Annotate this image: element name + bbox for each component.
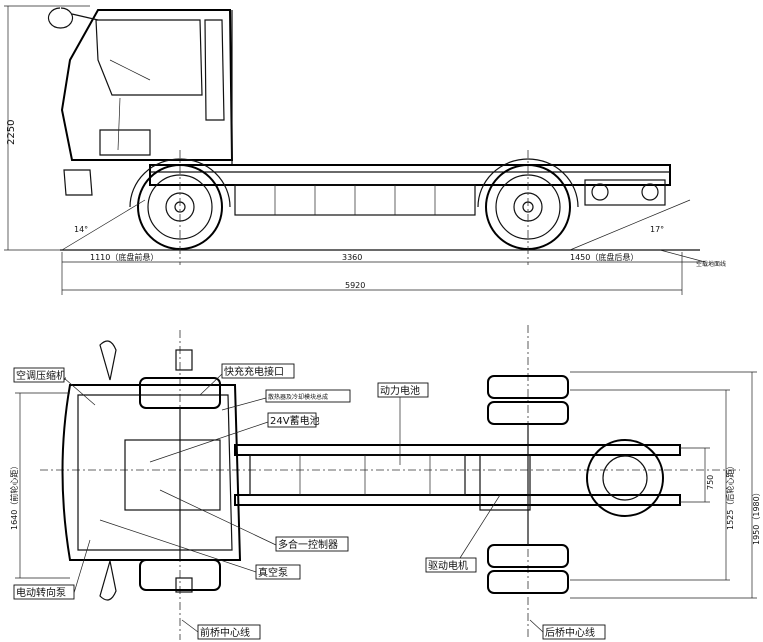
label-battery-24v: 24V蓄电池 (270, 414, 320, 427)
label-vacuum-pump: 真空泵 (258, 566, 288, 579)
label-power-battery: 动力电池 (380, 384, 420, 397)
total-length-dim: 5920 (345, 281, 365, 290)
wheelbase-dim: 3360 (342, 253, 362, 262)
label-fast-charge: 快充充电接口 (224, 365, 284, 378)
label-rear-axle-center: 后桥中心线 (545, 626, 595, 639)
label-drive-motor: 驱动电机 (428, 559, 468, 572)
label-front-axle-center: 前桥中心线 (200, 626, 250, 639)
front-track-dim: 1640（前轮心距） (9, 462, 19, 530)
label-controller: 多合一控制器 (278, 538, 338, 551)
departure-angle: 17° (650, 225, 664, 234)
approach-angle: 14° (74, 225, 88, 234)
ground-note: 空载地面线 (696, 260, 726, 268)
front-overhang-dim: 1110（底盘前悬） (90, 252, 158, 262)
top-view: 1640（前轮心距） 750 1525（后轮心距） 1950（1980） 空调压… (9, 325, 761, 640)
label-steering-pump: 电动转向泵 (16, 586, 66, 599)
rear-overhang-dim: 1450（底盘后悬） (570, 252, 638, 262)
height-dim: 2250 (6, 120, 17, 145)
label-ac-compressor: 空调压缩机 (16, 369, 66, 382)
side-view: 2250 (4, 5, 726, 295)
label-cooling-module: 散热器及冷却模块总成 (268, 393, 328, 401)
rear-track-dim: 1525（后轮心距） (725, 462, 735, 530)
frame-width-dim: 750 (706, 475, 715, 490)
overall-width-dim: 1950（1980） (752, 488, 761, 545)
